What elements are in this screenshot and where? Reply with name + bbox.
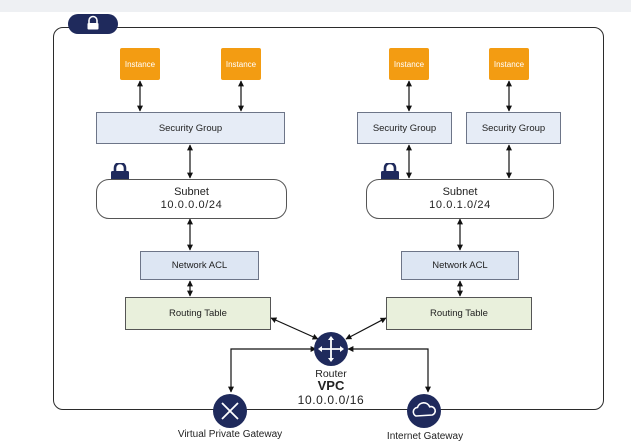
vpc-tab xyxy=(68,14,118,34)
subnet-right-lock-icon xyxy=(381,163,399,181)
router-icon[interactable] xyxy=(313,331,349,367)
internet-gateway-label: Internet Gateway xyxy=(386,431,464,442)
security-group-left[interactable]: Security Group xyxy=(96,112,285,144)
subnet-left-cidr: 10.0.0.0/24 xyxy=(160,199,223,211)
vpc-lock-icon xyxy=(87,15,99,30)
virtual-private-gateway-label: Virtual Private Gateway xyxy=(177,429,283,440)
routing-table-left[interactable]: Routing Table xyxy=(125,297,271,330)
security-group-right-1[interactable]: Security Group xyxy=(357,112,452,144)
internet-gateway-icon[interactable] xyxy=(406,393,442,429)
subnet-left-label: Subnet xyxy=(174,186,209,198)
router-label: Router xyxy=(315,368,347,380)
network-acl-left[interactable]: Network ACL xyxy=(140,251,259,280)
instance-left-2[interactable]: Instance xyxy=(221,48,261,80)
instance-right-1[interactable]: Instance xyxy=(389,48,429,80)
instance-left-1[interactable]: Instance xyxy=(120,48,160,80)
subnet-right-label: Subnet xyxy=(442,186,478,198)
vpc-frame xyxy=(53,27,604,410)
subnet-left[interactable]: Subnet 10.0.0.0/24 xyxy=(96,179,287,219)
virtual-private-gateway-icon[interactable] xyxy=(212,393,248,429)
subnet-right[interactable]: Subnet 10.0.1.0/24 xyxy=(366,179,554,219)
instance-right-2[interactable]: Instance xyxy=(489,48,529,80)
top-bar xyxy=(0,0,631,12)
vpc-cidr: 10.0.0.0/16 xyxy=(297,393,365,407)
subnet-right-cidr: 10.0.1.0/24 xyxy=(429,199,491,211)
vpc-label: VPC xyxy=(317,378,345,393)
subnet-left-lock-icon xyxy=(111,163,129,181)
security-group-right-2[interactable]: Security Group xyxy=(466,112,561,144)
routing-table-right[interactable]: Routing Table xyxy=(386,297,532,330)
network-acl-right[interactable]: Network ACL xyxy=(401,251,519,280)
